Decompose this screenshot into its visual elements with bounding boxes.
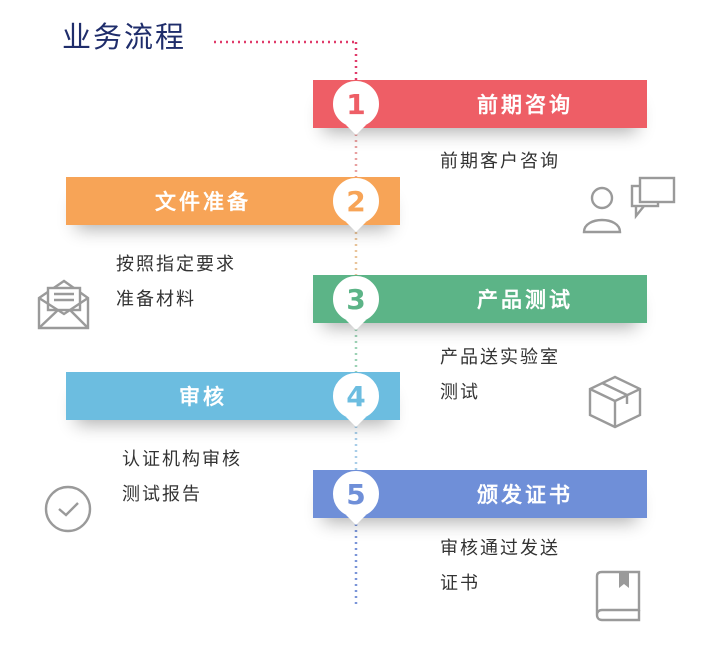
step-2-desc: 按照指定要求 准备材料: [116, 254, 236, 310]
step-1-label: 前期咨询: [477, 93, 573, 117]
step-3-desc: 产品送实验室 测试: [440, 347, 560, 403]
step-4-pointer: [346, 417, 366, 427]
step-5-pointer: [346, 515, 366, 525]
step-3-number: 3: [333, 276, 379, 322]
step-5-label: 颁发证书: [477, 483, 573, 507]
step-2-pointer: [346, 222, 366, 232]
step-1-number: 1: [333, 81, 379, 127]
step-4-label: 审核: [179, 385, 227, 409]
step-2-label: 文件准备: [155, 190, 251, 214]
step-5-number: 5: [333, 471, 379, 517]
step-3-label: 产品测试: [477, 288, 573, 312]
step-1-desc: 前期客户咨询: [440, 151, 560, 172]
chat-user-icon: [582, 176, 676, 234]
step-4-number: 4: [333, 373, 379, 419]
step-5-desc: 审核通过发送 证书: [440, 538, 560, 594]
step-4-desc: 认证机构审核 测试报告: [122, 449, 242, 505]
page-title: 业务流程: [62, 20, 187, 54]
box-icon: [588, 375, 642, 429]
check-circle-icon: [44, 485, 92, 533]
envelope-icon: [37, 279, 90, 330]
step-1-pointer: [346, 125, 366, 135]
step-3-pointer: [346, 320, 366, 330]
step-2-number: 2: [333, 178, 379, 224]
book-icon: [595, 570, 641, 622]
